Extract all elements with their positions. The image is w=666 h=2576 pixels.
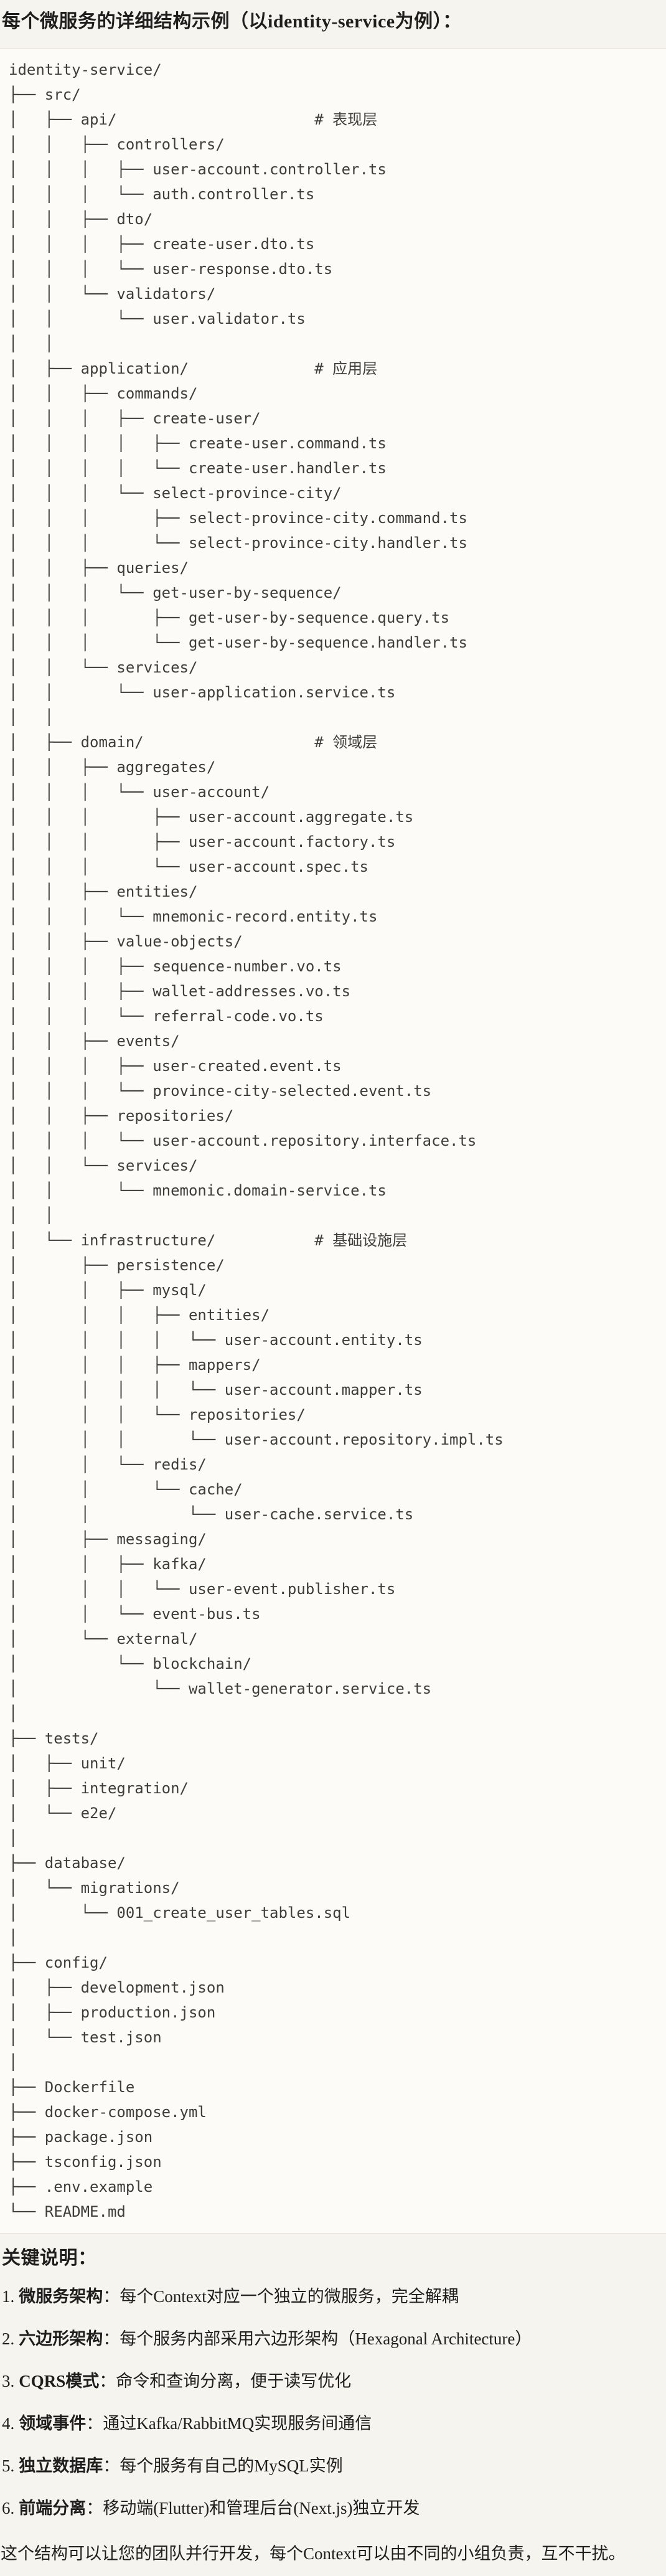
note-separator: ：	[86, 2414, 103, 2433]
note-description: 移动端(Flutter)和管理后台(Next.js)独立开发	[103, 2499, 420, 2517]
note-separator: ：	[99, 2372, 116, 2390]
note-term: 领域事件	[19, 2414, 87, 2433]
directory-tree-text: identity-service/ ├── src/ │ ├── api/ # …	[9, 61, 504, 2220]
note-term: 六边形架构	[19, 2329, 103, 2348]
note-term: 独立数据库	[19, 2456, 103, 2475]
note-separator: ：	[103, 2287, 120, 2306]
note-item-hexagonal: 2.六边形架构：每个服务内部采用六边形架构（Hexagonal Architec…	[2, 2328, 664, 2349]
note-item-domain-events: 4.领域事件：通过Kafka/RabbitMQ实现服务间通信	[2, 2413, 664, 2434]
note-number: 3.	[2, 2372, 15, 2390]
note-number: 1.	[2, 2287, 15, 2306]
notes-heading: 关键说明：	[2, 2248, 97, 2268]
note-separator: ：	[103, 2456, 120, 2475]
note-description: 每个服务内部采用六边形架构（Hexagonal Architecture）	[120, 2329, 532, 2348]
closing-paragraph: 这个结构可以让您的团队并行开发，每个Context可以由不同的小组负责，互不干扰…	[1, 2544, 626, 2563]
note-description: 命令和查询分离，便于读写优化	[116, 2372, 352, 2390]
notes-list: 1.微服务架构：每个Context对应一个独立的微服务，完全解耦 2.六边形架构…	[0, 2272, 666, 2519]
directory-tree-code-block: identity-service/ ├── src/ │ ├── api/ # …	[0, 48, 666, 2234]
note-number: 4.	[2, 2414, 15, 2433]
note-separator: ：	[86, 2499, 103, 2517]
note-term: 前端分离	[19, 2499, 87, 2517]
note-number: 2.	[2, 2329, 15, 2348]
note-separator: ：	[103, 2329, 120, 2348]
note-term: 微服务架构	[19, 2287, 103, 2306]
note-description: 每个服务有自己的MySQL实例	[120, 2456, 343, 2475]
note-description: 通过Kafka/RabbitMQ实现服务间通信	[103, 2414, 372, 2433]
page-title: 每个微服务的详细结构示例（以identity-service为例）：	[2, 11, 462, 32]
note-item-microservice: 1.微服务架构：每个Context对应一个独立的微服务，完全解耦	[2, 2286, 664, 2307]
note-item-independent-db: 5.独立数据库：每个服务有自己的MySQL实例	[2, 2455, 664, 2476]
note-item-frontend-separation: 6.前端分离：移动端(Flutter)和管理后台(Next.js)独立开发	[2, 2498, 664, 2519]
note-number: 5.	[2, 2456, 15, 2475]
note-term: CQRS模式	[19, 2372, 100, 2390]
note-item-cqrs: 3.CQRS模式：命令和查询分离，便于读写优化	[2, 2371, 664, 2392]
note-description: 每个Context对应一个独立的微服务，完全解耦	[120, 2287, 459, 2306]
note-number: 6.	[2, 2499, 15, 2517]
